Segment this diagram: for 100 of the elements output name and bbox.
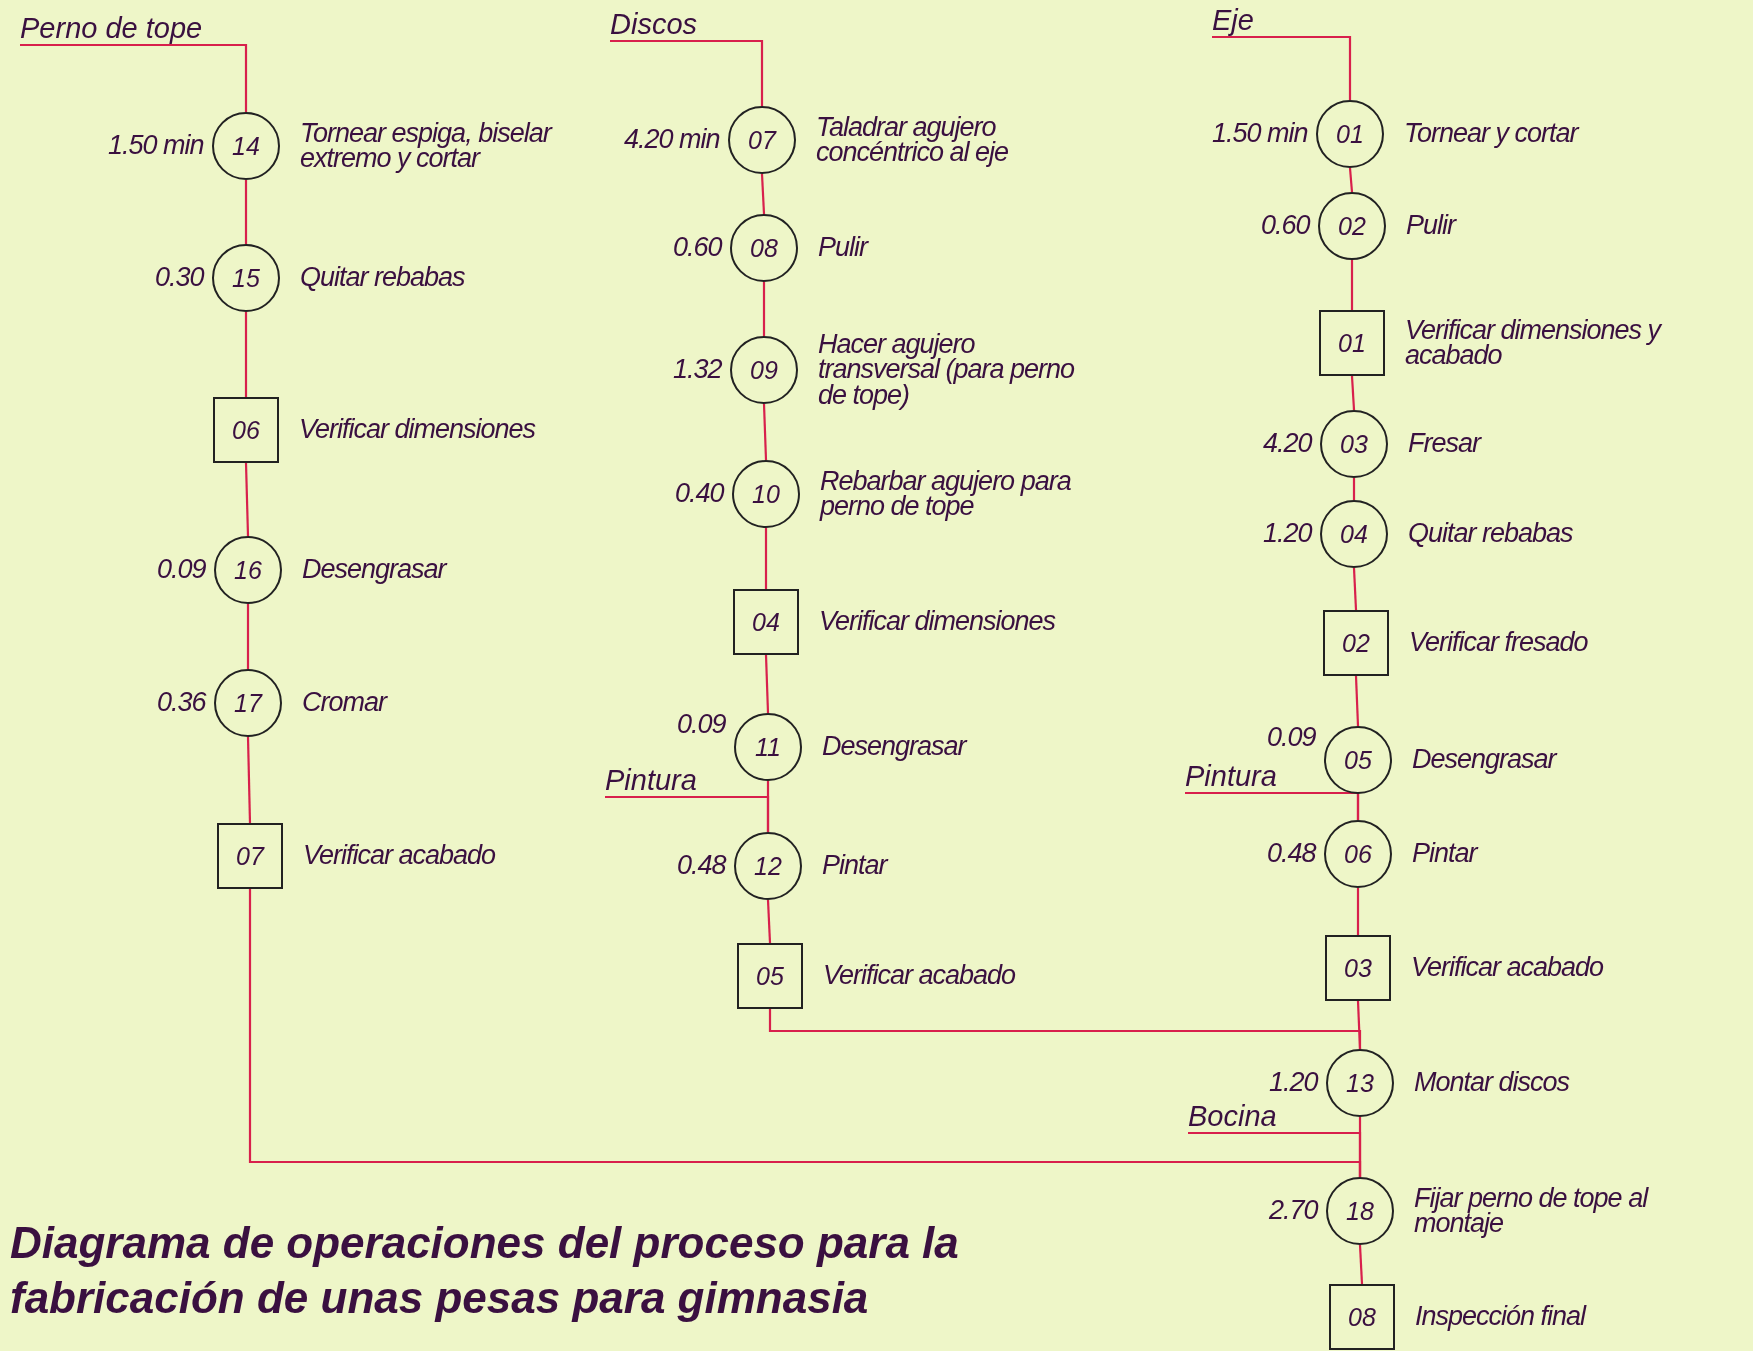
operation-description: Desengrasar: [302, 557, 449, 583]
connector-line: [1212, 35, 1352, 100]
operation-description: Verificar fresado: [1409, 630, 1589, 656]
operation-description: Pintar: [1412, 841, 1480, 867]
time-label: 4.20: [1263, 431, 1312, 457]
operation-circle: 11: [734, 713, 802, 781]
operation-circle: 16: [214, 536, 282, 604]
operation-description: Taladrar agujero concéntrico al eje: [816, 114, 1010, 166]
operation-circle: 04: [1320, 500, 1388, 568]
connector-line: [760, 173, 766, 215]
operation-circle: 10: [732, 460, 800, 528]
connector-line: [610, 39, 764, 106]
time-label: 0.30: [155, 265, 204, 291]
material-label: Eje: [1212, 4, 1254, 37]
operation-description: Fresar: [1408, 431, 1483, 457]
connector-line: [1185, 791, 1360, 820]
inspection-square: 02: [1323, 610, 1389, 676]
operation-circle: 15: [212, 244, 280, 312]
operation-circle: 12: [734, 832, 802, 900]
operation-description: Pintar: [822, 853, 890, 879]
operation-description: Verificar dimensiones: [819, 609, 1057, 635]
operation-description: Montar discos: [1414, 1070, 1571, 1096]
operation-circle: 06: [1324, 820, 1392, 888]
operation-description: Verificar acabado: [823, 963, 1017, 989]
operation-circle: 08: [730, 214, 798, 282]
connector-line: [1352, 478, 1356, 500]
operation-description: Verificar dimensiones y acabado: [1405, 317, 1663, 369]
connector-line: [1350, 375, 1356, 411]
operation-description: Pulir: [818, 235, 870, 261]
connector-line: [20, 43, 248, 112]
connector-line: [1188, 1131, 1362, 1177]
operation-description: Verificar acabado: [1411, 955, 1605, 981]
inspection-square: 08: [1329, 1284, 1395, 1350]
operation-description: Hacer agujero transversal (para perno de tope): [818, 331, 1076, 409]
connector-line: [244, 312, 248, 397]
operation-circle: 13: [1326, 1049, 1394, 1117]
connector-line: [244, 180, 248, 244]
operation-description: Quitar rebabas: [300, 265, 466, 291]
inspection-square: 03: [1325, 935, 1391, 1001]
inspection-square: 05: [737, 943, 803, 1009]
connector-line: [1350, 260, 1354, 310]
connector-line: [1354, 675, 1360, 727]
connector-line: [762, 282, 766, 336]
operation-description: Desengrasar: [822, 734, 969, 760]
time-label: 1.20: [1263, 521, 1312, 547]
time-label: 1.20: [1269, 1070, 1318, 1096]
operation-description: Tornear espiga, biselar extremo y cortar: [300, 120, 554, 172]
operation-circle: 02: [1318, 192, 1386, 260]
time-label: 0.60: [673, 235, 722, 261]
connector-line: [764, 528, 768, 589]
time-label: 0.60: [1261, 213, 1310, 239]
operation-description: Rebarbar agujero para perno de tope: [820, 468, 1072, 520]
time-label: 1.50 min: [108, 133, 204, 159]
inspection-square: 01: [1319, 310, 1385, 376]
time-label: 4.20 min: [624, 127, 720, 153]
operation-circle: 01: [1316, 100, 1384, 168]
time-label: 2.70: [1269, 1198, 1318, 1224]
operation-circle: 03: [1320, 410, 1388, 478]
operation-circle: 14: [212, 112, 280, 180]
material-label: Perno de tope: [20, 12, 203, 45]
time-label: 0.36: [157, 690, 206, 716]
operation-description: Desengrasar: [1412, 747, 1559, 773]
connector-line: [766, 899, 772, 944]
connector-line: [1348, 167, 1354, 193]
operation-description: Verificar dimensiones: [299, 417, 537, 443]
connector-line: [1358, 1244, 1364, 1285]
connector-line: [1356, 888, 1360, 935]
caption: Diagrama de operaciones del proceso para la fabricación de unas pesas para gimnasia: [10, 1217, 960, 1324]
operation-description: Tornear y cortar: [1404, 121, 1581, 147]
operation-description: Fijar perno de tope al montaje: [1414, 1185, 1650, 1237]
time-label: 0.09: [677, 712, 726, 738]
time-label: 0.48: [677, 853, 726, 879]
connector-line: [762, 403, 768, 461]
time-label: 0.40: [675, 481, 724, 507]
time-label: 1.50 min: [1212, 121, 1308, 147]
connector-line: [1356, 1000, 1362, 1050]
operation-description: Pulir: [1406, 213, 1458, 239]
operation-description: Quitar rebabas: [1408, 521, 1574, 547]
operation-circle: 09: [730, 336, 798, 404]
time-label: 0.09: [1267, 725, 1316, 751]
connector-line: [764, 654, 770, 714]
material-label: Pintura: [605, 764, 697, 797]
connector-line: [244, 462, 250, 537]
inspection-square: 07: [217, 823, 283, 889]
connector-line: [605, 795, 770, 832]
operation-circle: 05: [1324, 726, 1392, 794]
connector-line: [1352, 567, 1358, 611]
connector-line: [246, 736, 252, 824]
operation-circle: 17: [214, 669, 282, 737]
inspection-square: 04: [733, 589, 799, 655]
operation-circle: 18: [1326, 1177, 1394, 1245]
time-label: 1.32: [673, 357, 722, 383]
material-label: Bocina: [1188, 1100, 1277, 1133]
material-label: Pintura: [1185, 760, 1277, 793]
operation-description: Verificar acabado: [303, 843, 497, 869]
operation-description: Inspección final: [1415, 1304, 1588, 1330]
material-label: Discos: [610, 8, 697, 41]
inspection-square: 06: [213, 397, 279, 463]
time-label: 0.48: [1267, 841, 1316, 867]
time-label: 0.09: [157, 557, 206, 583]
